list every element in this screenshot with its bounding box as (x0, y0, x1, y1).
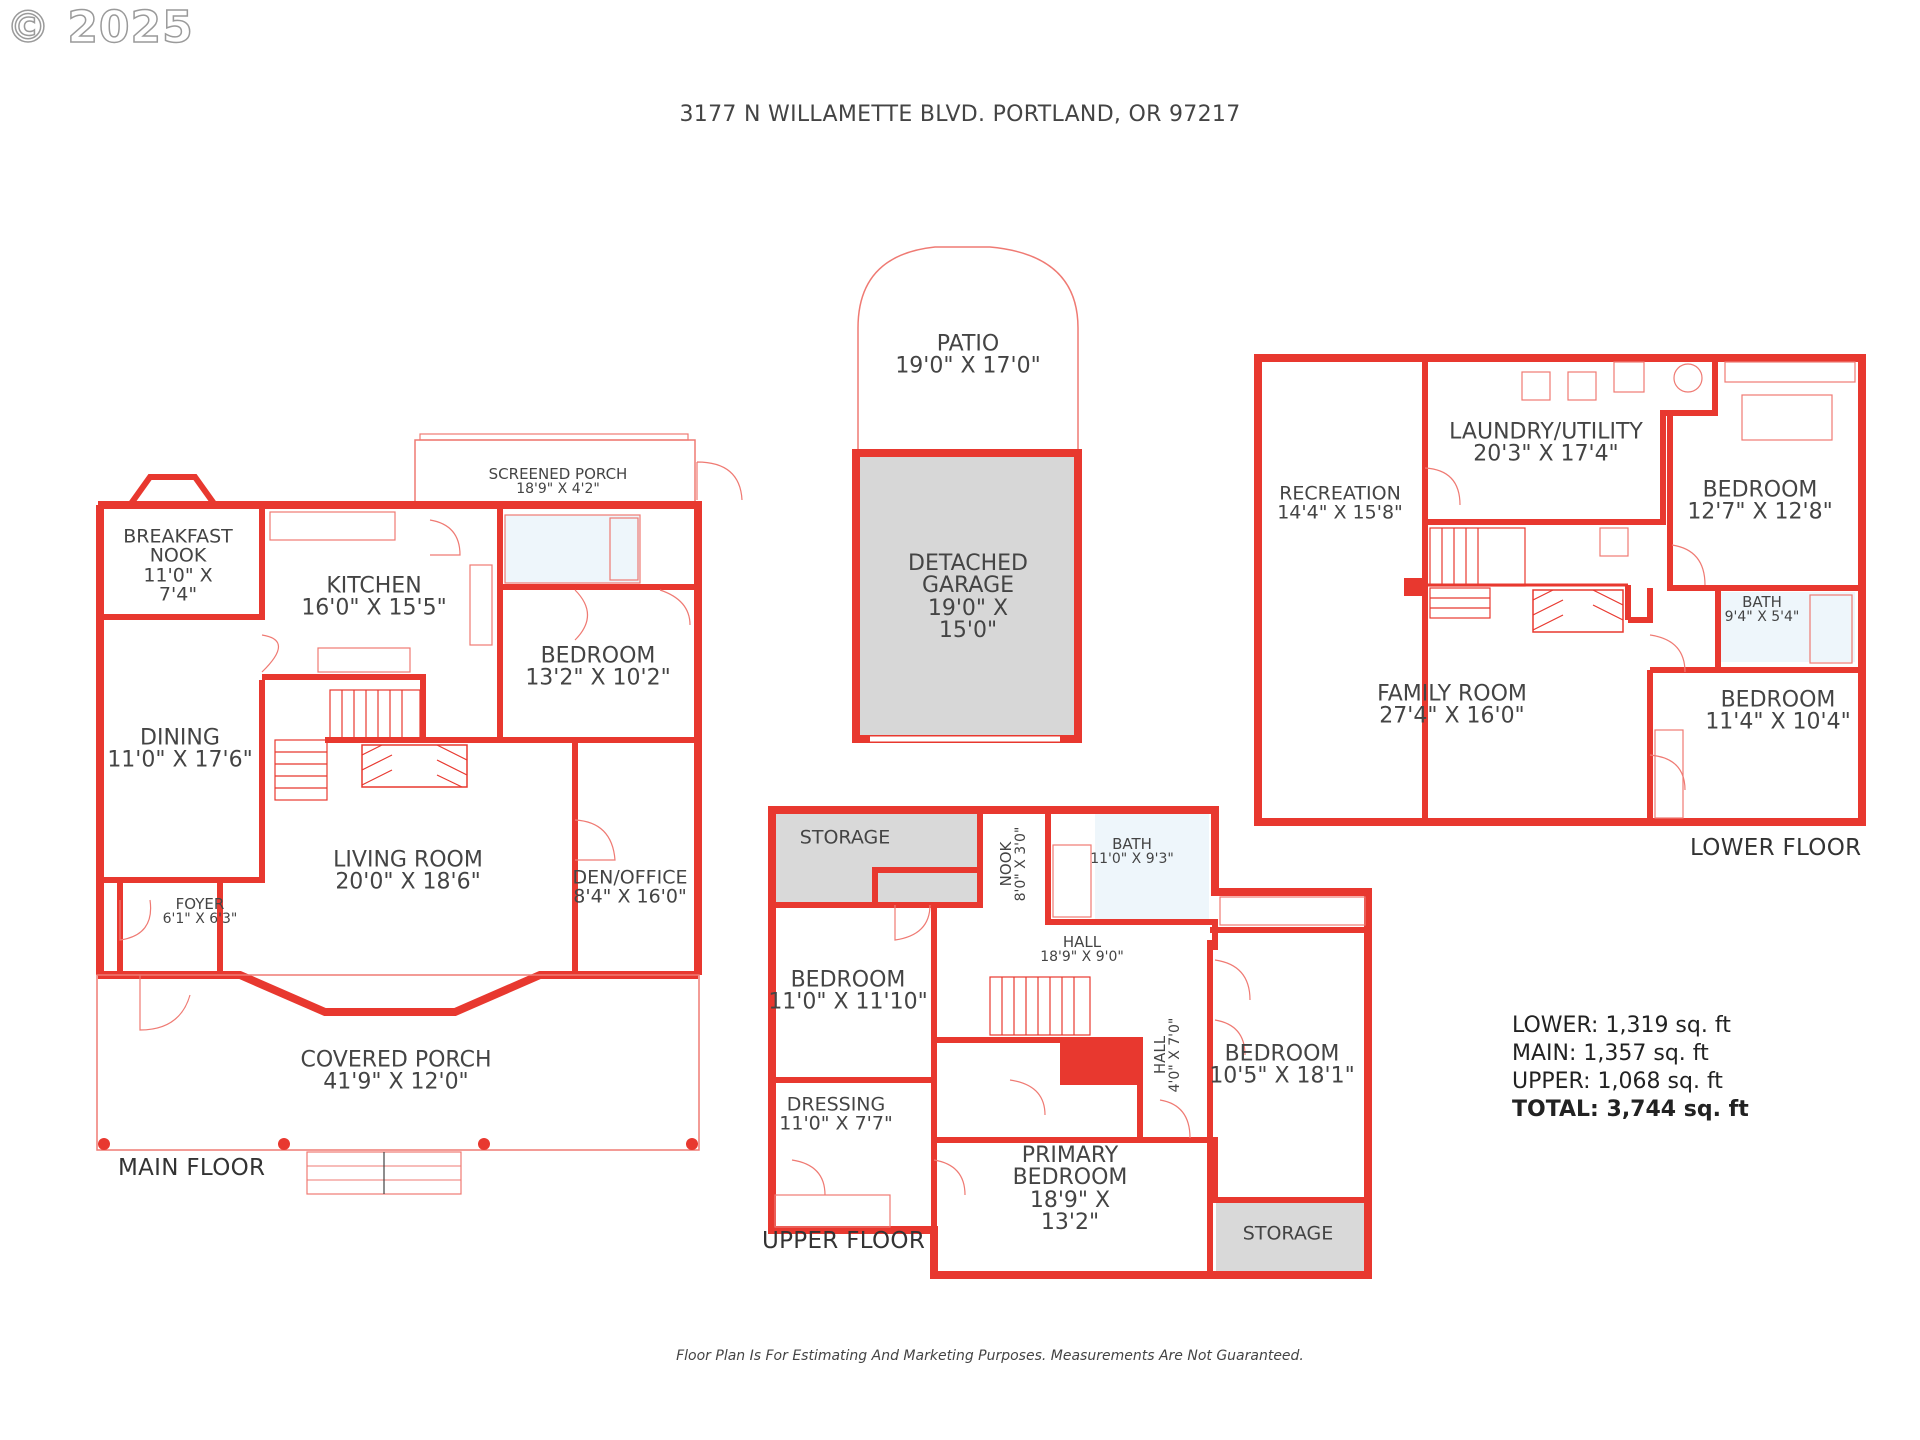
upper-floor-plan (768, 806, 1372, 1279)
copyright-watermark: © 2025 (5, 1, 194, 54)
area-lower: LOWER: 1,319 sq. ft (1512, 1013, 1731, 1038)
room-upper-storage-top: STORAGE (799, 826, 891, 849)
area-main: MAIN: 1,357 sq. ft (1512, 1041, 1709, 1066)
upper-floor-label: UPPER FLOOR (762, 1228, 926, 1254)
room-upper-storage-bottom: STORAGE (1242, 1222, 1334, 1245)
lower-floor-label: LOWER FLOOR (1690, 835, 1862, 861)
area-upper: UPPER: 1,068 sq. ft (1512, 1069, 1723, 1094)
main-floor-label: MAIN FLOOR (118, 1155, 266, 1181)
area-total: TOTAL: 3,744 sq. ft (1512, 1097, 1749, 1122)
area-summary: LOWER: 1,319 sq. ft MAIN: 1,357 sq. ft U… (1512, 1012, 1749, 1124)
disclaimer: Floor Plan Is For Estimating And Marketi… (676, 1348, 1304, 1364)
patio-outline (857, 246, 1079, 450)
main-floor-plan (96, 433, 743, 1195)
property-address: 3177 N WILLAMETTE BLVD. PORTLAND, OR 972… (679, 102, 1241, 127)
lower-floor-plan (1254, 354, 1866, 826)
